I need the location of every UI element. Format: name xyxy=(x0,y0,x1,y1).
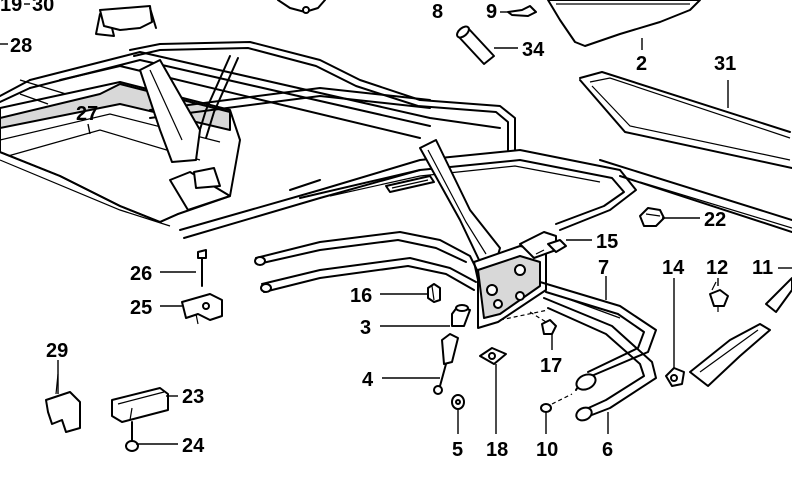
pin-part-24 xyxy=(125,421,139,452)
rear-window-part-2 xyxy=(547,0,701,47)
clip-part-16 xyxy=(427,283,441,303)
part-label-29: 29 xyxy=(46,340,68,362)
leader-lines xyxy=(0,11,792,445)
holder-part-23 xyxy=(111,387,169,423)
part-label-12: 12 xyxy=(706,257,728,279)
screw-part-15 xyxy=(535,239,567,255)
clip-part-12 xyxy=(709,281,729,312)
pin-part-9 xyxy=(507,5,537,17)
part-label-19: 19 xyxy=(0,0,22,16)
damper-part-3 xyxy=(451,304,471,327)
seal-part-7 xyxy=(539,281,657,391)
part-label-18: 18 xyxy=(486,439,508,461)
part-label-7: 7 xyxy=(598,257,609,279)
part-label-28: 28 xyxy=(10,35,32,57)
part-label-10: 10 xyxy=(536,439,558,461)
window-seal-part-31 xyxy=(579,71,792,169)
part-label-25: 25 xyxy=(130,297,152,319)
part-label-2: 2 xyxy=(636,53,647,75)
part-label-22: 22 xyxy=(704,209,726,231)
part-label-27: 27 xyxy=(76,103,98,125)
part-label-8: 8 xyxy=(432,1,443,23)
bracket-part-30 xyxy=(95,5,157,37)
part-label-16: 16 xyxy=(350,285,372,307)
part-label-31: 31 xyxy=(714,53,736,75)
nut-part-17 xyxy=(541,319,557,335)
part-label-14: 14 xyxy=(662,257,685,279)
part-number-labels: 19 30 28 27 8 9 34 2 31 22 15 7 14 12 11… xyxy=(0,0,773,461)
sleeve-part-34 xyxy=(456,25,495,65)
grommet-part-14 xyxy=(665,367,685,387)
seal-part-6 xyxy=(543,297,657,422)
cap-part-22 xyxy=(639,207,665,227)
hinge-part-top xyxy=(277,0,326,14)
strut-part-4 xyxy=(433,333,459,395)
part-label-6: 6 xyxy=(602,439,613,461)
seal-left-rails xyxy=(254,231,479,293)
part-label-34: 34 xyxy=(522,39,545,61)
nut-plate-part-18 xyxy=(479,347,507,365)
profile-part-11 xyxy=(689,277,792,387)
bracket-part-25 xyxy=(181,293,223,325)
part-label-4: 4 xyxy=(362,369,374,391)
bracket-part-29 xyxy=(45,373,81,433)
part-label-23: 23 xyxy=(182,386,204,408)
washer-part-5 xyxy=(451,394,465,410)
part-label-15: 15 xyxy=(596,231,618,253)
part-label-24: 24 xyxy=(182,435,205,457)
part-label-17: 17 xyxy=(540,355,562,377)
trim-rail-right xyxy=(599,159,792,233)
roof-frame-assembly xyxy=(0,41,637,239)
bolt-part-26 xyxy=(197,249,207,287)
part-label-26: 26 xyxy=(130,263,152,285)
pin-part-10 xyxy=(540,393,573,413)
part-label-30: 30 xyxy=(32,0,54,16)
part-label-11: 11 xyxy=(752,257,773,279)
part-label-9: 9 xyxy=(486,1,497,23)
part-label-5: 5 xyxy=(452,439,463,461)
pivot-arm-assembly xyxy=(419,139,557,329)
part-label-3: 3 xyxy=(360,317,371,339)
